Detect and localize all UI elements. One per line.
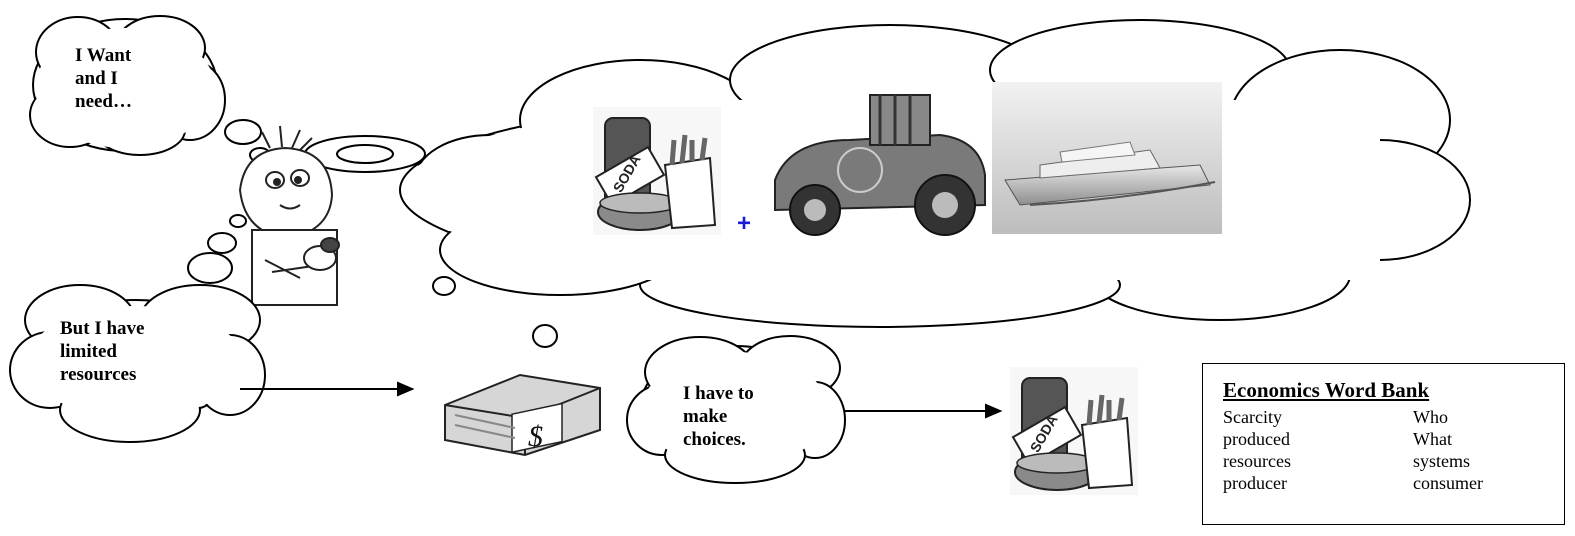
money-dollar-sign: $ — [528, 420, 543, 453]
word-bank-term: produced — [1223, 429, 1290, 449]
want-line-1: I Want — [75, 45, 132, 66]
arrow-choices-to-food — [845, 403, 1003, 419]
limited-line-1: But I have — [60, 318, 145, 339]
choices-line-3: choices. — [683, 429, 746, 450]
choices-bubble-text: I have to make choices. — [683, 382, 754, 451]
word-bank-term: systems — [1413, 451, 1471, 471]
word-bank-right-column: Who What systems consumer — [1413, 406, 1483, 494]
food-image-1 — [593, 107, 721, 235]
plus-sign: + — [737, 210, 752, 237]
money-stack-image — [444, 373, 601, 457]
want-line-2: and I — [75, 68, 118, 89]
limited-bubble-text: But I have limited resources — [60, 317, 144, 386]
choices-line-2: make — [683, 406, 728, 427]
cartoon-kid — [238, 125, 340, 306]
limited-line-3: resources — [60, 364, 137, 385]
word-bank-term: Who — [1413, 407, 1448, 427]
word-bank-box: Economics Word Bank Scarcity produced re… — [1202, 363, 1565, 525]
want-bubble-text: I Want and I need… — [75, 44, 132, 113]
word-bank-term: What — [1413, 429, 1452, 449]
word-bank-left-column: Scarcity produced resources producer — [1223, 406, 1291, 494]
kid-bubbles — [187, 214, 558, 348]
choices-line-1: I have to — [683, 383, 754, 404]
word-bank-term: resources — [1223, 451, 1291, 471]
word-bank-term: consumer — [1413, 473, 1483, 493]
limited-line-2: limited — [60, 341, 117, 362]
word-bank-title: Economics Word Bank — [1223, 378, 1430, 402]
arrow-limited-to-money — [240, 381, 415, 397]
food-image-2 — [1010, 367, 1138, 495]
word-bank-term: producer — [1223, 473, 1287, 493]
word-bank-term: Scarcity — [1223, 407, 1282, 427]
yacht-image — [992, 82, 1222, 234]
want-line-3: need… — [75, 91, 132, 112]
car-image — [763, 85, 988, 236]
